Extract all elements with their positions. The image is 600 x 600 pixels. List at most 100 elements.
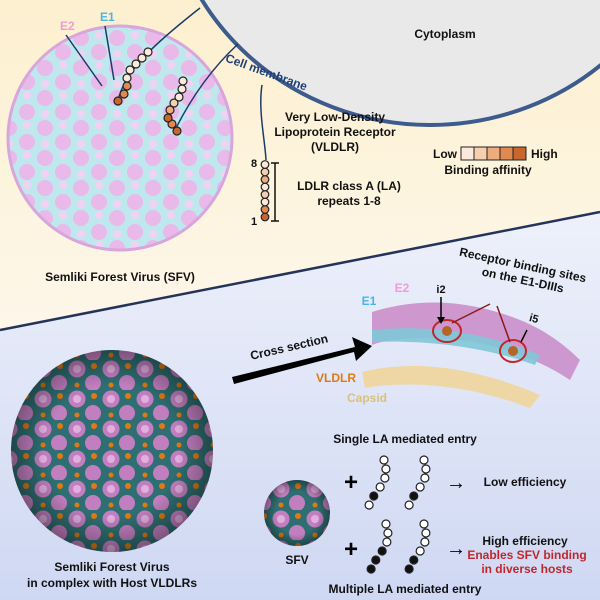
- complex-virion-shading: [11, 350, 213, 552]
- sfv-vldlr-complex: [11, 350, 213, 552]
- single-la-bead: [415, 482, 425, 492]
- plus-single: +: [344, 469, 358, 496]
- legend-high-label: High: [531, 147, 558, 161]
- single-la-chains: [364, 455, 431, 510]
- cytoplasm-label: Cytoplasm: [414, 27, 475, 41]
- receptor-bead: [163, 113, 173, 123]
- cross-capsid-label: Capsid: [347, 391, 387, 405]
- multiple-la-bead: [419, 519, 429, 529]
- receptor-bead: [178, 76, 188, 86]
- high-efficiency-label: High efficiency: [482, 534, 568, 548]
- receptor-bead: [122, 73, 132, 83]
- receptor-chain-1: [113, 47, 153, 106]
- la-repeat-bead: [260, 175, 270, 184]
- receptor-bead: [165, 105, 175, 115]
- enables-line2: in diverse hosts: [481, 562, 573, 576]
- i5-label: i5: [528, 312, 540, 326]
- vldlr-bound-i5: [508, 346, 518, 356]
- low-efficiency-label: Low efficiency: [484, 475, 567, 489]
- panel-divider: [0, 210, 600, 332]
- multiple-la-bead: [381, 519, 391, 529]
- receptor-bead: [131, 59, 141, 69]
- single-la-bead: [404, 500, 414, 510]
- la-repeat-8: 8: [251, 158, 257, 170]
- complex-caption-line2: in complex with Host VLDLRs: [27, 576, 197, 590]
- multiple-la-bead: [383, 528, 393, 538]
- multiple-entry-label: Multiple LA mediated entry: [329, 582, 482, 596]
- i5-arrow: [520, 329, 528, 343]
- multiple-la-bead: [420, 537, 430, 547]
- multiple-la-bead: [371, 555, 381, 565]
- multiple-la-bead: [382, 537, 392, 547]
- la-repeat-bead: [260, 212, 270, 222]
- vldlr-line2: Lipoprotein Receptor: [274, 125, 396, 139]
- binding-site-i5: [499, 339, 527, 363]
- cross-e2-label: E2: [395, 281, 410, 295]
- sfv-virion-outline: [6, 24, 234, 252]
- arrow-single: →: [446, 472, 466, 494]
- la-label-line1: LDLR class A (LA): [297, 179, 401, 193]
- multiple-la-bead: [421, 528, 431, 538]
- legend-swatch: [512, 146, 527, 161]
- single-entry-label: Single LA mediated entry: [333, 432, 477, 446]
- la-repeat-bead: [260, 182, 270, 192]
- legend-swatch: [460, 146, 475, 161]
- cross-section-structure: [362, 302, 580, 408]
- la-repeat-bead: [260, 190, 270, 199]
- la-label-line2: repeats 1-8: [317, 194, 381, 208]
- la-repeat-bead: [260, 167, 270, 177]
- e1-layer: [372, 328, 540, 365]
- arrow-multiple: →: [446, 538, 466, 560]
- small-sfv-shading: [264, 480, 330, 546]
- e2-pointer-line: [65, 34, 103, 87]
- vldlr-bound-i2: [442, 326, 452, 336]
- receptor-bead: [172, 126, 182, 136]
- la-repeat-chain: [260, 160, 270, 222]
- vldlr-line1: Very Low-Density: [285, 110, 385, 124]
- legend-swatch: [499, 146, 514, 161]
- cell-body: [199, 0, 600, 127]
- i2-label: i2: [436, 284, 445, 296]
- sfv-small-label: SFV: [285, 553, 308, 567]
- multiple-la-bead: [415, 546, 425, 556]
- plus-multiple: +: [344, 536, 358, 563]
- enables-line1: Enables SFV binding: [467, 548, 586, 562]
- sfv-virion-surface: [8, 26, 232, 250]
- capsid-layer: [362, 365, 540, 408]
- receptor-bead: [137, 53, 147, 63]
- receptor-bead: [169, 98, 179, 108]
- single-la-bead: [419, 455, 429, 465]
- la-repeat-bead: [260, 205, 270, 214]
- single-la-bead: [409, 491, 419, 501]
- sfv-caption: Semliki Forest Virus (SFV): [45, 270, 195, 284]
- legend-swatch: [473, 146, 488, 161]
- binding-site-i2: [432, 319, 462, 343]
- cross-section-arrow: [232, 337, 372, 384]
- top-e1-label: E1: [100, 10, 115, 24]
- e1-pointer-line: [104, 25, 115, 81]
- single-la-bead: [369, 491, 379, 501]
- la-repeat-bead: [260, 160, 270, 169]
- sites-pointer-i2: [451, 303, 491, 324]
- receptor-bead: [125, 65, 135, 75]
- multiple-la-bead: [404, 564, 414, 574]
- single-la-bead: [381, 464, 391, 474]
- sites-pointer-i5: [496, 305, 511, 343]
- complex-caption-line1: Semliki Forest Virus: [54, 560, 169, 574]
- single-la-bead: [364, 500, 374, 510]
- single-la-bead: [420, 473, 430, 483]
- single-la-bead: [375, 482, 385, 492]
- vldlr-line3: (VLDLR): [311, 140, 359, 154]
- sfv-virion-top: [6, 24, 234, 252]
- receptor-tether-2: [174, 43, 239, 131]
- vldlr-stalk: [260, 84, 267, 161]
- la-repeat-1: 1: [251, 216, 257, 228]
- receptor-bead: [122, 81, 132, 91]
- legend-low-label: Low: [433, 147, 458, 161]
- receptor-bead: [174, 92, 184, 102]
- legend-swatch: [486, 146, 501, 161]
- cross-vldlr-label: VLDLR: [316, 371, 356, 385]
- multiple-la-chains: [366, 519, 431, 574]
